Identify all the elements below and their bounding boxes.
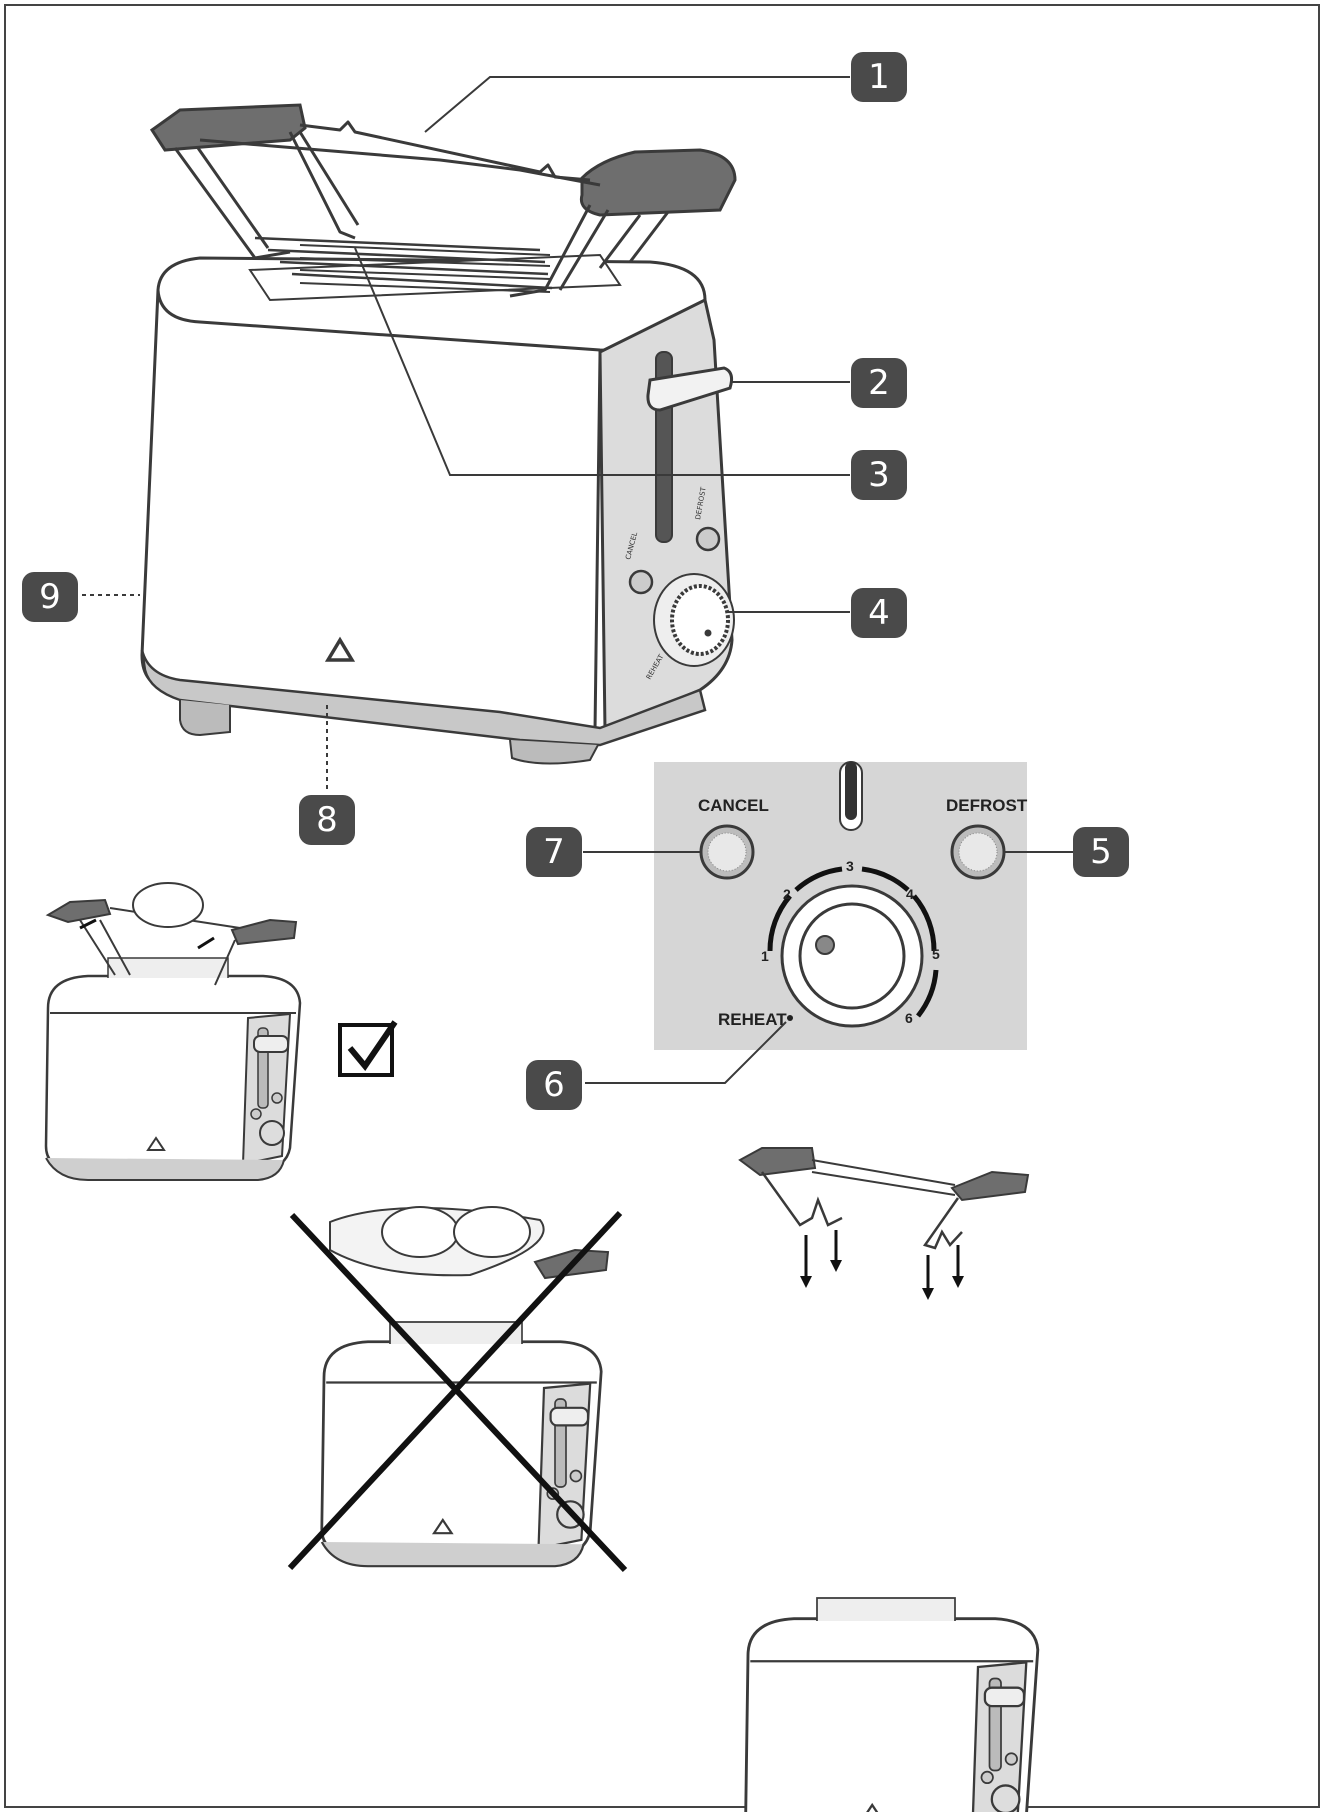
callout-7: 7 xyxy=(526,827,582,877)
cancel-label: CANCEL xyxy=(698,796,769,815)
callout-9: 9 xyxy=(22,572,78,622)
control-panel-inset xyxy=(583,761,1075,1084)
reheat-label: REHEAT xyxy=(718,1010,787,1029)
dial-setting-6: 6 xyxy=(905,1010,913,1026)
incorrect-usage-toaster xyxy=(320,1206,610,1568)
callout-5: 5 xyxy=(1073,827,1129,877)
callout-3: 3 xyxy=(851,450,907,500)
callout-4: 4 xyxy=(851,588,907,638)
callout-2: 2 xyxy=(851,358,907,408)
brand-logo-icon xyxy=(324,636,356,662)
main-toaster: CANCEL DEFROST REHEAT xyxy=(140,103,737,765)
callout-8: 8 xyxy=(299,795,355,845)
dial-setting-5: 5 xyxy=(932,946,940,962)
dial-setting-1: 1 xyxy=(761,948,769,964)
dial-setting-2: 2 xyxy=(783,886,791,902)
dial-setting-4: 4 xyxy=(906,886,914,902)
callout-1: 1 xyxy=(851,52,907,102)
bread-roll xyxy=(132,882,204,928)
defrost-label: DEFROST xyxy=(946,796,1028,815)
correct-usage-toaster xyxy=(44,882,302,1182)
cross-icon xyxy=(287,1210,628,1573)
check-mark-icon xyxy=(338,1020,398,1077)
callout-6: 6 xyxy=(526,1060,582,1110)
rack-insertion-toaster xyxy=(738,1147,1040,1812)
figure-frame xyxy=(4,4,1320,1808)
dial-setting-3: 3 xyxy=(846,858,854,874)
